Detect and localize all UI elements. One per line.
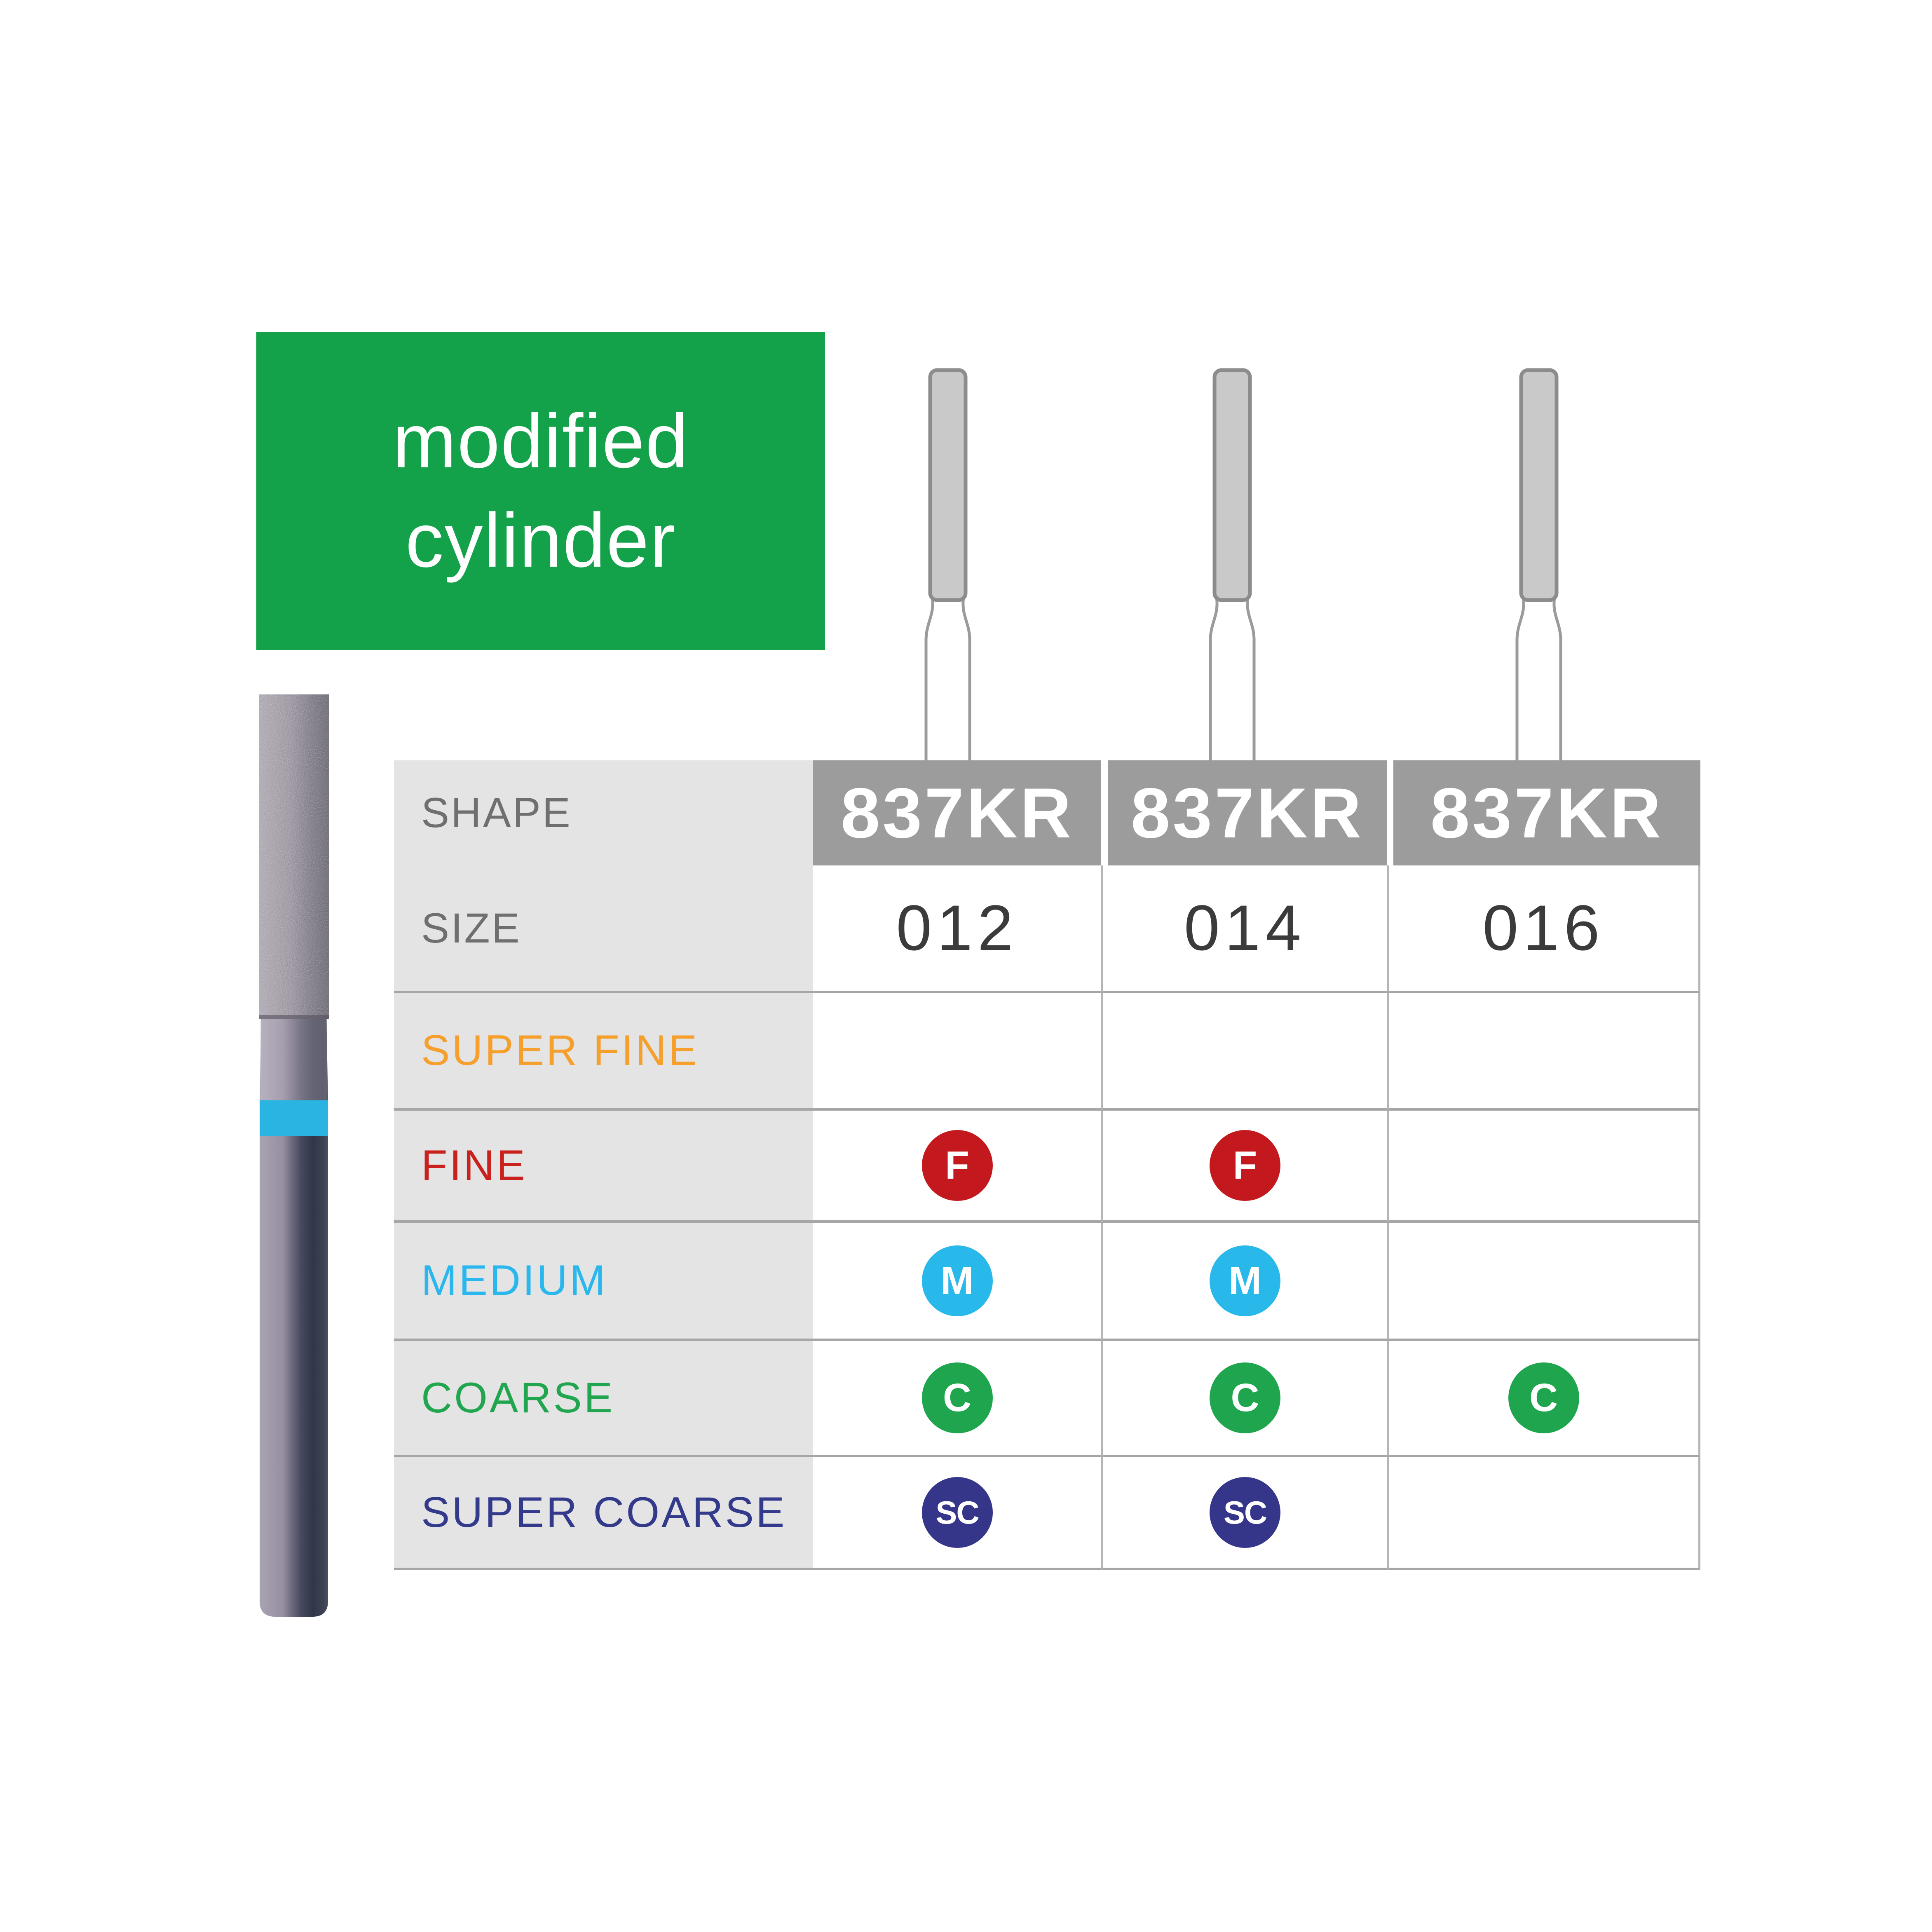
grit-cell [1387,993,1700,1111]
grit-cell [1101,993,1387,1111]
grit-cell: SC [813,1457,1101,1570]
shape-value-col2: 837KR [1101,760,1387,865]
size-row-label: SIZE [394,865,813,993]
grit-cell: F [813,1111,1101,1223]
grit-row-label-fine: FINE [394,1111,813,1223]
shape-value-col3: 837KR [1387,760,1700,865]
grit-badge-medium: M [1210,1245,1280,1316]
modified-cylinder-bur-icon [1209,368,1256,760]
shape-value-col1: 837KR [813,760,1101,865]
grit-row-label-super-fine: SUPER FINE [394,993,813,1111]
grit-row-label-coarse: COARSE [394,1341,813,1457]
grit-badge-coarse: C [921,1362,993,1433]
shape-name-line2: cylinder [405,498,676,583]
grit-cell: M [1101,1223,1387,1341]
grit-cell [1387,1111,1700,1223]
grit-cell: M [813,1223,1101,1341]
size-value: 016 [1482,892,1605,964]
shape-name-line1: modified [392,398,689,484]
size-value-col3: 016 [1387,865,1700,993]
grit-cell: C [1387,1341,1700,1457]
grit-cell: F [1101,1111,1387,1223]
grit-badge-medium: M [921,1245,993,1316]
grit-row-label-medium: MEDIUM [394,1223,813,1341]
grit-badge-super-coarse: SC [1210,1477,1280,1548]
grit-badge-fine: F [921,1130,993,1201]
grit-badge-fine: F [1210,1130,1280,1201]
grit-badge-coarse: C [1508,1362,1579,1433]
shape-name-box: modified cylinder [256,332,825,650]
grit-cell [813,993,1101,1111]
modified-cylinder-bur-icon [1515,368,1562,760]
grit-cell: C [813,1341,1101,1457]
size-value: 012 [896,892,1018,964]
size-value-col2: 014 [1101,865,1387,993]
diamond-bur-photo [259,694,329,1617]
grit-badge-super-coarse: SC [921,1477,993,1548]
grit-cell [1387,1457,1700,1570]
grit-badge-coarse: C [1210,1362,1280,1433]
grit-row-label-super-coarse: SUPER COARSE [394,1457,813,1570]
grit-spec-table: SHAPE 837KR 837KR 837KR SIZE 012 014 016… [394,760,1700,1570]
grit-cell [1387,1223,1700,1341]
grit-cell: SC [1101,1457,1387,1570]
size-value-col1: 012 [813,865,1101,993]
shape-row-label: SHAPE [394,760,813,865]
grit-cell: C [1101,1341,1387,1457]
size-value: 014 [1184,892,1306,964]
modified-cylinder-bur-icon [924,368,971,760]
